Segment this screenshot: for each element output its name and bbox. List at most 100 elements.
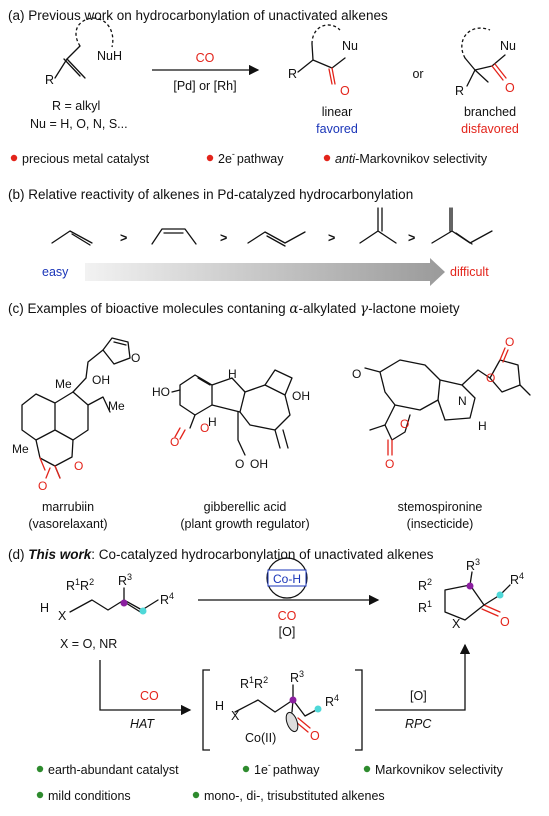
product-lactone: R2 R1 R3 R4 X O — [418, 557, 524, 631]
svg-text:Me: Me — [55, 377, 72, 391]
linear-favored: favored — [316, 122, 358, 136]
x-definition: X = O, NR — [60, 637, 117, 651]
svg-text:Me: Me — [108, 399, 125, 413]
svg-text:>: > — [328, 231, 335, 245]
linear-product: R Nu O — [288, 24, 358, 98]
svg-text:R4: R4 — [510, 571, 524, 587]
bracket-left — [202, 669, 210, 751]
svg-text:O: O — [131, 351, 140, 365]
marrubiin-name: marrubiin — [42, 500, 94, 514]
section-d-title: (d) This work: Co-catalyzed hydrocarbony… — [8, 547, 434, 562]
catalyst-cycle: Co-H — [266, 557, 308, 599]
oxidant-d: [O] — [279, 625, 296, 639]
svg-text:X: X — [231, 709, 240, 723]
bullet-dot — [36, 791, 44, 799]
acyl-cobalt-intermediate: H X R1R2 R3 R4 O Co(II) — [215, 669, 339, 745]
svg-text:R: R — [455, 84, 464, 98]
bullet-precious-metal: precious metal catalyst — [22, 152, 150, 166]
reagent-co-d: CO — [278, 609, 297, 623]
reactivity-gradient-arrow — [85, 258, 445, 286]
svg-text:>: > — [408, 231, 415, 245]
linear-label: linear — [322, 105, 353, 119]
svg-text:O: O — [385, 457, 394, 471]
hat-arrow — [99, 660, 192, 716]
bullet-anti-markovnikov: anti-Markovnikov selectivity — [335, 152, 488, 166]
bullet-dot — [242, 765, 250, 773]
oxidant-rpc: [O] — [410, 689, 427, 703]
marrubiin-activity: (vasorelaxant) — [28, 517, 107, 531]
bullet-substituted-alkenes: mono-, di-, trisubstituted alkenes — [204, 789, 385, 803]
branched-product: R Nu O — [455, 27, 516, 98]
section-b-title: (b) Relative reactivity of alkenes in Pd… — [8, 187, 413, 202]
stemospironine-name: stemospironine — [398, 500, 483, 514]
bullet-dot — [363, 765, 371, 773]
svg-text:R3: R3 — [466, 557, 480, 573]
svg-text:R3: R3 — [290, 669, 304, 685]
hat-label: HAT — [130, 717, 155, 731]
svg-text:R2: R2 — [418, 577, 432, 593]
svg-text:R4: R4 — [325, 693, 339, 709]
co-ii-label: Co(II) — [245, 731, 276, 745]
rpc-arrow — [375, 643, 471, 711]
svg-text:O: O — [505, 335, 514, 349]
svg-text:Nu: Nu — [342, 39, 358, 53]
bullet-2e: 2e-pathway — [218, 149, 284, 166]
branched-disfavored: disfavored — [461, 122, 519, 136]
svg-text:R4: R4 — [160, 591, 174, 607]
svg-text:O: O — [486, 371, 495, 385]
svg-text:N: N — [458, 394, 467, 408]
svg-text:H: H — [208, 415, 217, 429]
svg-text:R3: R3 — [118, 572, 132, 588]
easy-label: easy — [42, 265, 69, 279]
svg-text:Nu: Nu — [500, 39, 516, 53]
gibberellic-acid-activity: (plant growth regulator) — [180, 517, 309, 531]
svg-text:R: R — [45, 73, 54, 87]
bullet-mild-conditions: mild conditions — [48, 789, 131, 803]
rpc-label: RPC — [405, 717, 432, 731]
svg-text:H: H — [215, 699, 224, 713]
marrubiin-structure: O Me OH Me Me O O — [12, 337, 140, 493]
svg-text:H: H — [228, 367, 237, 381]
svg-text:O: O — [340, 84, 350, 98]
svg-text:X: X — [58, 609, 67, 623]
bullet-markovnikov: Markovnikov selectivity — [375, 763, 504, 777]
svg-text:H: H — [40, 601, 49, 615]
svg-text:O: O — [170, 435, 179, 449]
svg-text:>: > — [220, 231, 227, 245]
svg-text:Me: Me — [12, 442, 29, 456]
branched-label: branched — [464, 105, 516, 119]
svg-text:OH: OH — [250, 457, 268, 471]
svg-text:O: O — [200, 421, 209, 435]
svg-text:O: O — [310, 729, 320, 743]
svg-text:R1R2: R1R2 — [240, 675, 268, 691]
bullet-dot — [10, 154, 18, 162]
reagent-co-a: CO — [196, 51, 215, 65]
bullet-dot — [192, 791, 200, 799]
gibberellic-acid-name: gibberellic acid — [204, 500, 287, 514]
svg-text:O: O — [38, 479, 47, 493]
substrate-d: H X R1R2 R3 R4 — [40, 572, 174, 623]
nu-definition: Nu = H, O, N, S... — [30, 117, 128, 131]
stemospironine-structure: O N H O O O O — [352, 335, 531, 471]
svg-text:>: > — [120, 231, 127, 245]
stemospironine-activity: (insecticide) — [407, 517, 474, 531]
bullet-earth-abundant: earth-abundant catalyst — [48, 763, 179, 777]
svg-text:O: O — [74, 459, 83, 473]
co-h-catalyst: Co-H — [273, 572, 301, 586]
difficult-label: difficult — [450, 265, 489, 279]
catalyst-pd-rh: [Pd] or [Rh] — [173, 79, 236, 93]
svg-text:R1: R1 — [418, 599, 432, 615]
svg-text:H: H — [478, 419, 487, 433]
section-c-title: (c) Examples of bioactive molecules cont… — [8, 301, 460, 317]
bullet-1e: 1e-pathway — [254, 760, 320, 777]
reagent-co-hat: CO — [140, 689, 159, 703]
svg-text:R: R — [288, 67, 297, 81]
svg-text:O: O — [505, 81, 515, 95]
svg-text:O: O — [500, 615, 510, 629]
section-a-title: (a) Previous work on hydrocarbonylation … — [8, 8, 388, 23]
svg-text:X: X — [452, 617, 461, 631]
bullet-dot — [206, 154, 214, 162]
svg-text:OH: OH — [292, 389, 310, 403]
alkene-row: > > > > — [51, 207, 493, 247]
